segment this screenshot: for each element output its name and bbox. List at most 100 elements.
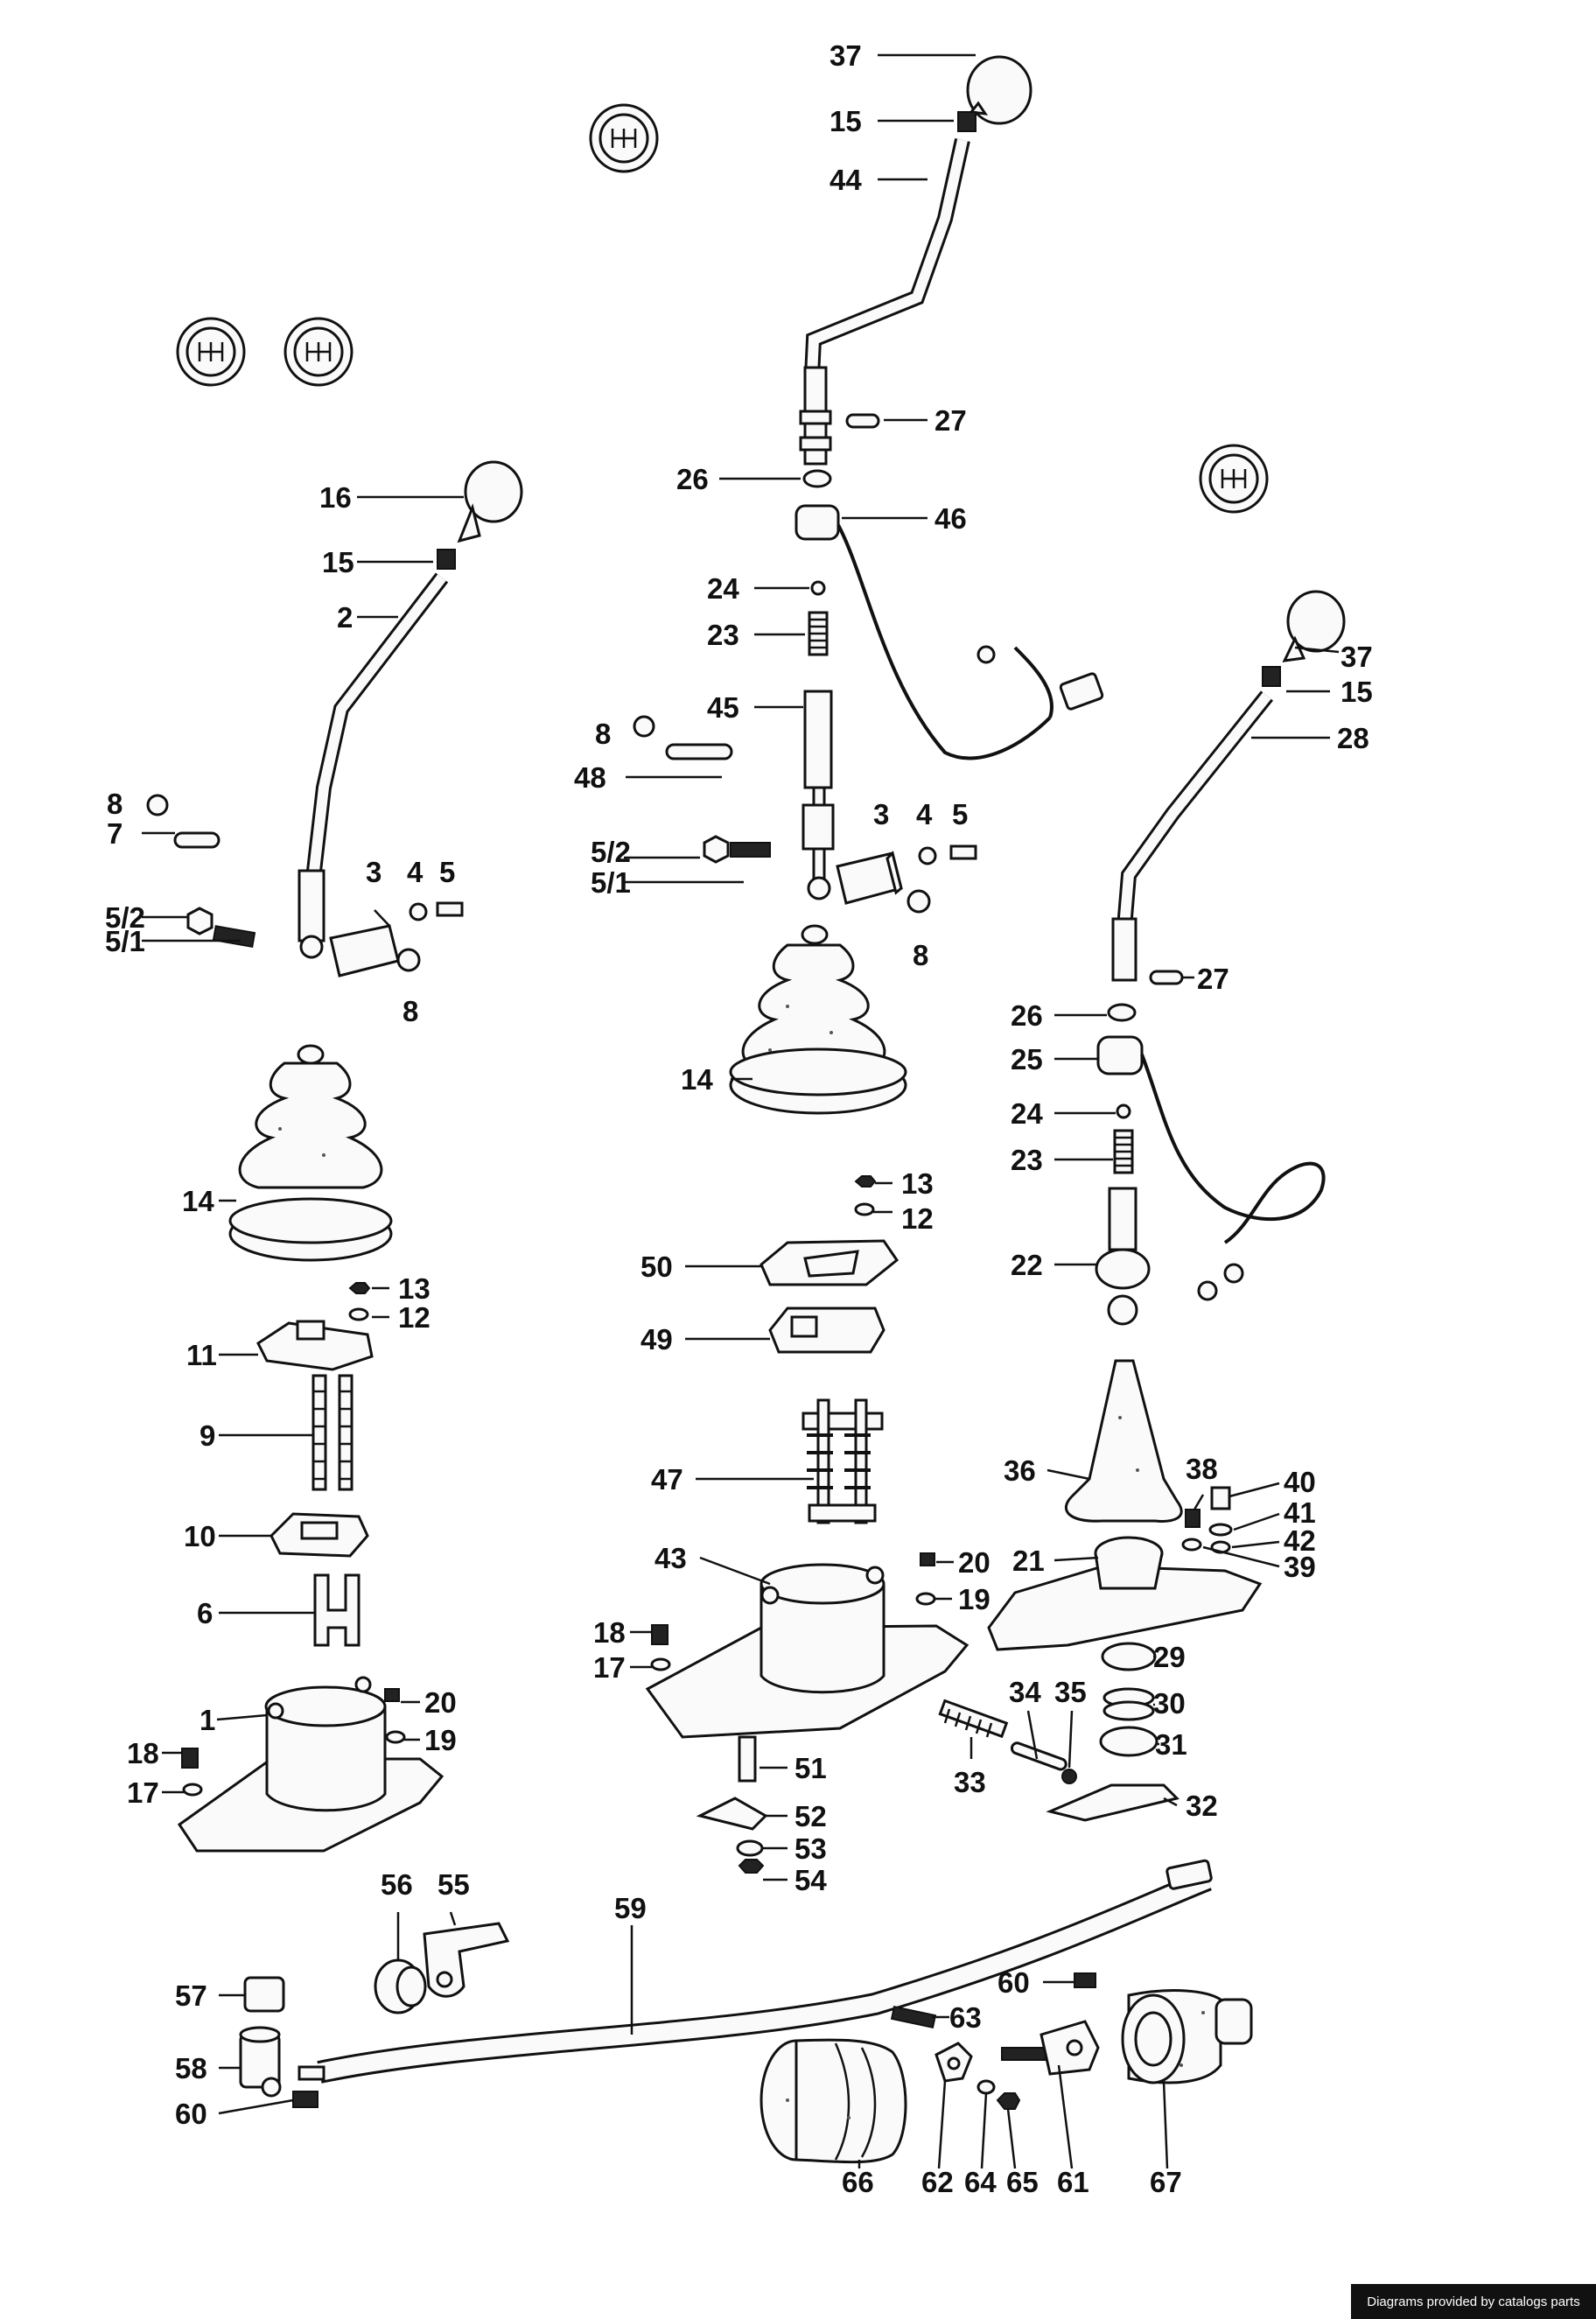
right-ball-24 (1116, 1103, 1131, 1119)
callout-67: 67 (1150, 2166, 1182, 2198)
callout-23-center: 23 (707, 619, 739, 651)
center-shift-lever (807, 138, 968, 377)
callout-60-right: 60 (998, 1966, 1030, 1999)
callout-37-right: 37 (1340, 641, 1373, 673)
center-clip-52 (696, 1797, 768, 1831)
callout-45: 45 (707, 691, 739, 724)
callout-33: 33 (954, 1766, 986, 1798)
right-washer-41 (1208, 1523, 1233, 1537)
right-shaft-22 (1095, 1187, 1151, 1326)
callout-8-center-top: 8 (595, 718, 611, 750)
callout-51: 51 (794, 1752, 827, 1784)
callout-15-right: 15 (1340, 676, 1373, 708)
callout-60-left: 60 (175, 2098, 207, 2130)
callout-20-left: 20 (424, 1686, 457, 1719)
left-shift-knob (457, 460, 523, 543)
bushing-56 (374, 1958, 427, 2014)
callout-62: 62 (921, 2166, 954, 2198)
callout-3-center: 3 (873, 798, 889, 830)
center-nut-54 (738, 1859, 765, 1874)
center-shaft-45 (802, 690, 835, 900)
callout-40: 40 (1284, 1466, 1316, 1498)
right-spring-33 (938, 1699, 1009, 1739)
center-boot-14 (729, 924, 907, 1115)
center-screw-20 (920, 1552, 935, 1566)
screw-60-left (292, 2091, 318, 2108)
bracket-55 (423, 1922, 510, 1998)
center-bolt-5-2 (703, 835, 771, 864)
callout-15-left: 15 (322, 546, 354, 578)
callout-12-left: 12 (398, 1301, 430, 1334)
shift-pattern-badge-left-1 (176, 317, 246, 387)
center-knob-nut (957, 111, 976, 132)
right-washer-26 (1107, 1003, 1137, 1022)
callout-44: 44 (830, 164, 862, 196)
callout-52: 52 (794, 1800, 827, 1832)
center-washer-12 (854, 1202, 875, 1216)
callout-5-2-center: 5/2 (591, 836, 631, 868)
callout-26-right: 26 (1011, 999, 1043, 1032)
right-spring-30 (1102, 1687, 1155, 1721)
left-washer-4 (409, 902, 428, 921)
center-lever-lower-shaft (799, 366, 832, 466)
nut-65 (996, 2092, 1021, 2110)
callout-13-left: 13 (398, 1272, 430, 1305)
callout-59: 59 (614, 1892, 647, 1924)
center-spring-assembly-47 (802, 1398, 884, 1524)
right-shift-knob (1282, 590, 1346, 662)
callout-15-top: 15 (830, 105, 862, 137)
callout-16: 16 (319, 481, 352, 514)
callout-30: 30 (1153, 1687, 1186, 1720)
callout-48: 48 (574, 761, 606, 794)
center-block-3 (836, 851, 903, 905)
callout-32: 32 (1186, 1790, 1218, 1822)
bushing-57 (243, 1976, 285, 2013)
left-pin-5 (436, 901, 464, 917)
callout-61: 61 (1057, 2166, 1089, 2198)
callout-66: 66 (842, 2166, 874, 2198)
clamp-62 (934, 2042, 973, 2083)
callout-4-center: 4 (916, 798, 933, 830)
callout-18-left: 18 (127, 1737, 159, 1769)
callout-43: 43 (654, 1542, 687, 1574)
callout-14-center: 14 (681, 1063, 713, 1096)
callout-50: 50 (640, 1251, 673, 1283)
callout-29: 29 (1153, 1641, 1186, 1673)
callout-9: 9 (200, 1419, 215, 1452)
callout-20-center: 20 (958, 1546, 990, 1579)
callout-49: 49 (640, 1323, 673, 1356)
callout-1: 1 (200, 1704, 215, 1736)
left-washer-8 (396, 948, 421, 972)
callout-65: 65 (1006, 2166, 1039, 2198)
right-pin-27 (1149, 970, 1184, 985)
shift-rod-end (1166, 1859, 1213, 1890)
callout-23-right: 23 (1011, 1144, 1043, 1176)
bolt-63 (890, 2005, 937, 2029)
callout-5-1-center: 5/1 (591, 866, 631, 899)
callout-24-right: 24 (1011, 1097, 1043, 1130)
left-pin-7 (173, 831, 220, 849)
callout-24-center: 24 (707, 572, 739, 605)
callout-5-2-left: 5/2 (105, 901, 145, 934)
callout-21: 21 (1012, 1545, 1045, 1577)
callout-27-right: 27 (1197, 963, 1229, 995)
callout-19-left: 19 (424, 1724, 457, 1756)
shift-pattern-badge-right (1199, 444, 1269, 514)
right-switch-housing-25 (1096, 1035, 1326, 1301)
right-lever-lower (1111, 917, 1138, 982)
left-boot-14 (228, 1044, 393, 1262)
center-screw-51 (738, 1735, 757, 1783)
left-shift-lever (305, 574, 446, 902)
center-switch-housing-46 (794, 504, 1104, 760)
callout-38: 38 (1186, 1453, 1218, 1485)
right-knob-nut (1262, 666, 1281, 687)
center-pin-5 (949, 844, 977, 860)
right-ring-31 (1099, 1726, 1158, 1757)
coupling-58 (239, 2026, 282, 2098)
callout-2: 2 (337, 601, 353, 634)
callout-25: 25 (1011, 1043, 1043, 1075)
callout-8-left-top: 8 (107, 788, 122, 820)
center-plate-50 (760, 1239, 900, 1286)
callout-54: 54 (794, 1864, 827, 1896)
